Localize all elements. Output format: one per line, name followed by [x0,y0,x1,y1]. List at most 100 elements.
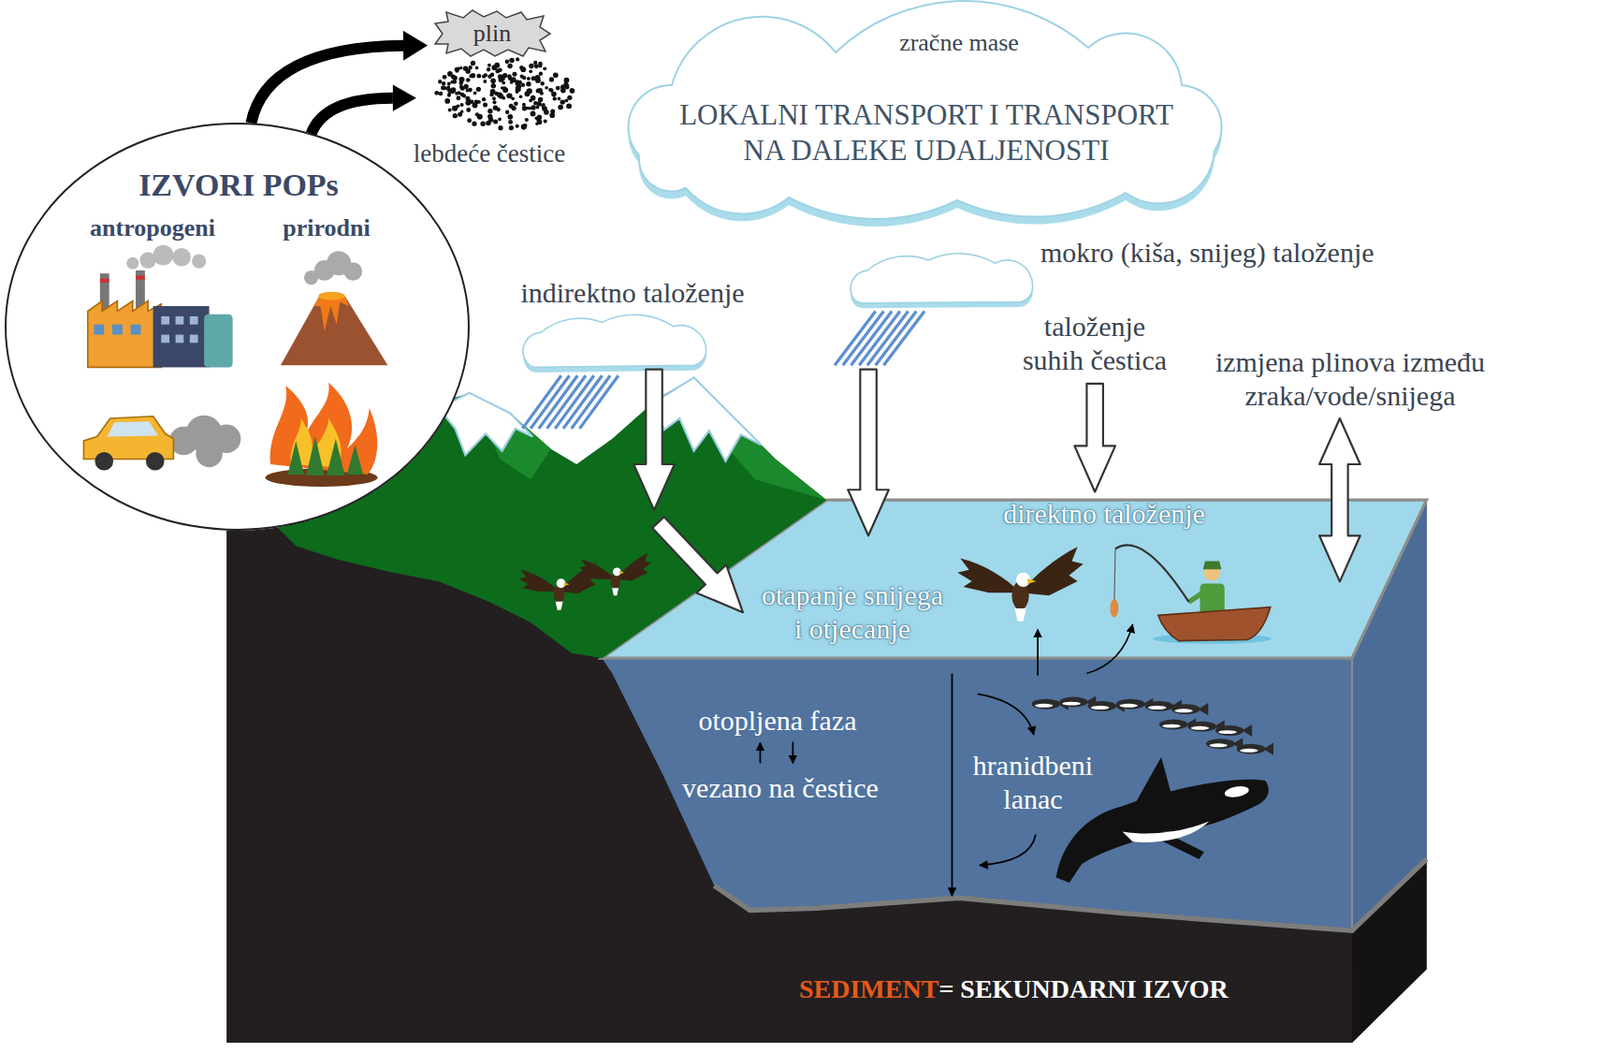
water-edge [1351,657,1353,931]
car-icon [94,451,114,471]
particle-dot [511,72,517,77]
factory-icon [100,278,110,283]
fisherman [1110,544,1272,643]
particle-dot [548,87,553,92]
phase-arrows [791,741,794,764]
rain-lines [522,375,561,429]
volcano-icon [344,261,364,281]
particle-dot [492,96,496,101]
double-arrow [1319,418,1361,582]
fire-icon [265,382,379,487]
particle-dot [560,84,567,90]
fire-icon [347,444,364,475]
rain-lines [834,310,876,365]
rain-lines [547,375,586,429]
particle-dot [442,74,448,80]
factory-icon [93,324,104,335]
particle-dot [482,102,488,108]
particle-dot [543,119,548,124]
factory-icon [130,324,142,335]
particle-dot [519,65,524,70]
particle-dot [459,66,463,70]
process-label: mokro (kiša, snijeg) taloženje [1040,235,1375,270]
fire-icon [270,382,379,475]
sediment-label: SEDIMENT [799,973,939,1005]
factory-icon [135,275,146,279]
factory-icon [175,316,185,325]
food-chain-arrows [1036,629,1039,676]
particle-dot [522,102,526,107]
particle-dot [497,117,502,122]
particle-dot [509,125,514,131]
particle-dot [505,110,510,115]
factory-icon [126,257,139,270]
emission-arrow [250,30,428,124]
particle-dot [540,81,545,86]
particle-dot [519,94,524,99]
particle-dot [555,86,561,91]
particle-dot [493,105,498,111]
factory-icon [172,247,191,267]
food-chain-label: hranidbeni lanac [962,748,1104,816]
fish-school [1171,702,1208,715]
rain-lines [843,310,885,365]
particle-dot [567,95,572,101]
particle-dot [566,102,572,109]
particle-dot [487,108,493,114]
particle-dot [501,76,506,81]
particle-dot [441,81,446,86]
car-icon [195,440,222,467]
particle-dot [533,101,539,106]
rain-cloud [850,253,1033,308]
food-chain-arrows [951,624,1133,896]
particle-dot [538,63,542,68]
cloud-title: LOKALNI TRANSPORT I TRANSPORT NA DALEKE … [664,97,1189,169]
particle-dot [536,88,541,94]
particle-dots [434,57,575,131]
fisherman [1189,591,1205,602]
particle-dot [477,114,483,120]
volcano-icon [280,250,389,365]
particle-label: lebdeće čestice [413,138,567,169]
particle-dot [505,59,510,65]
particle-dot [535,77,541,84]
particle-dot [521,124,527,131]
orca [1122,821,1210,843]
particle-dot [507,73,512,79]
particle-dot [498,93,504,99]
rain-lines [834,310,925,365]
particle-dot [515,124,520,129]
particle-dot [468,73,473,78]
factory-icon [189,316,199,325]
rain-lines [530,375,569,429]
particle-dot [466,117,472,123]
particle-dot [452,113,458,118]
particle-dot [444,98,451,104]
particle-dot [460,102,465,107]
particle-dot [455,95,461,101]
particle-dot [543,109,550,116]
particle-dot [494,69,500,74]
fish-school [1032,695,1274,755]
factory-icon [87,301,162,368]
particle-dot [491,83,496,88]
particle-dot [482,79,487,84]
arrow-head [403,30,428,61]
process-label: direktno taloženje [1003,496,1206,531]
particle-dot [437,79,442,84]
particle-dot [507,63,512,69]
volcano-icon [314,295,350,332]
food-chain-arrows [979,834,1036,866]
rain-lines [851,310,893,365]
particle-dot [434,90,439,96]
cloud-note: zračne mase [899,28,1019,58]
factory-icon [160,334,170,344]
particle-dot [475,66,480,71]
fisherman [1115,544,1190,602]
rain-lines [858,310,901,365]
rain-lines [554,375,594,429]
snow-cap [653,377,762,461]
particle-dot [494,62,500,69]
particle-dot [465,107,471,113]
